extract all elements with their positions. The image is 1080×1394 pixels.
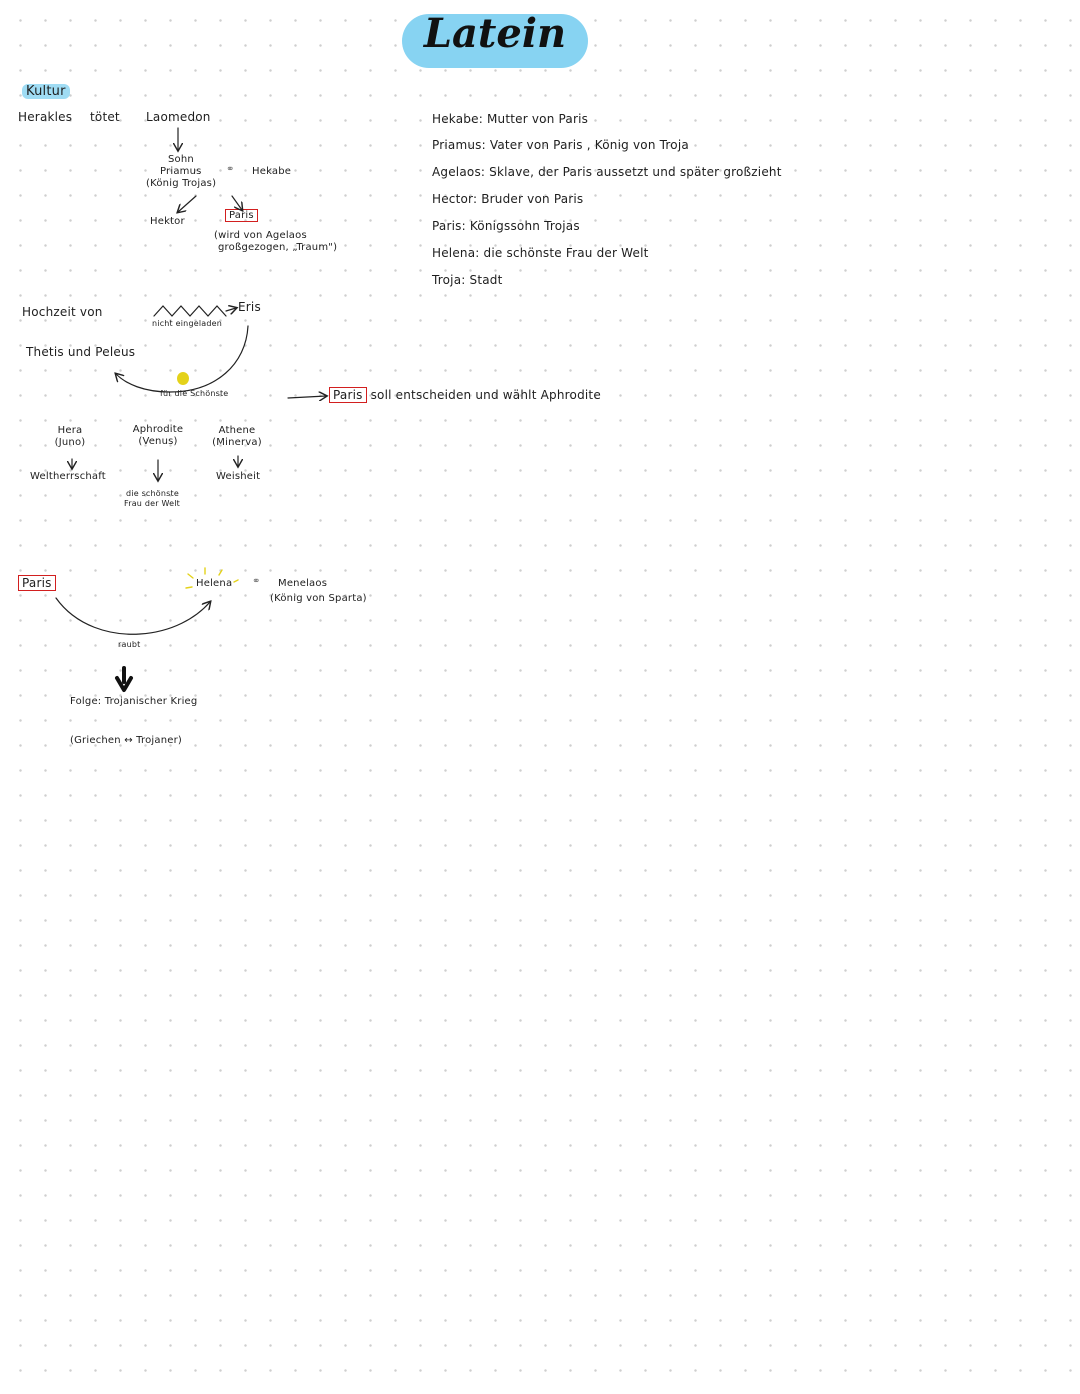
genealogy-hekabe: Hekabe <box>252 166 292 177</box>
abduction-folge: Folge: Trojanischer Krieg <box>70 696 198 707</box>
genealogy-sohn: Sohn <box>168 154 194 165</box>
wedding-line-2: Thetis und Peleus <box>26 345 136 359</box>
title-highlight <box>402 14 588 68</box>
genealogy-priamus-note: (König Trojas) <box>146 178 217 189</box>
arrow-priamus-paris <box>231 195 242 210</box>
genealogy-paris-note-2: großgezogen, „Traum") <box>218 242 338 253</box>
definition-paris: Paris: Königssohn Trojas <box>432 219 580 233</box>
arrow-to-paris-choice <box>287 396 326 398</box>
abduction-helena: Helena <box>196 578 233 589</box>
abduction-menelaos: Menelaos <box>278 578 328 589</box>
goddess-athene-gift: Weisheit <box>216 471 261 482</box>
definition-hekabe: Hekabe: Mutter von Paris <box>432 112 589 126</box>
wedding-apple-label: für die Schönste <box>160 389 229 398</box>
abduction-paris-label: Paris <box>18 575 56 591</box>
goddess-hera-roman: (Juno) <box>54 437 86 448</box>
wedding-not-invited: nicht eingeladen <box>152 319 223 328</box>
goddess-athene-roman: (Minerva) <box>212 437 262 448</box>
genealogy-toetet: tötet <box>90 110 120 124</box>
goddess-aphrodite-roman: (Venus) <box>138 436 178 447</box>
abduction-sides: (Griechen ↔ Trojaner) <box>70 735 183 746</box>
paris-choice-paris: Paris <box>329 387 367 403</box>
wedding-line-1: Hochzeit von <box>22 305 103 319</box>
arrow-priamus-hektor <box>178 195 197 212</box>
goddess-hera-gift: Weltherrschaft <box>30 471 106 482</box>
arrow-to-eris <box>225 308 236 311</box>
genealogy-paris-note-1: (wird von Agelaos <box>214 230 307 241</box>
paris-choice-rest: soll entscheiden und wählt Aphrodite <box>370 388 601 402</box>
curve-eris-apple <box>116 325 249 393</box>
goddess-hera-name: Hera <box>57 425 83 436</box>
bold-arrow-consequence <box>115 666 133 692</box>
genealogy-laomedon: Laomedon <box>146 110 211 124</box>
definition-agelaos: Agelaos: Sklave, der Paris aussetzt und … <box>432 165 782 179</box>
goddess-aphrodite-gift-1: die schönste <box>126 489 179 498</box>
definition-hector: Hector: Bruder von Paris <box>432 192 584 206</box>
abduction-paris: Paris <box>18 575 56 591</box>
definition-helena: Helena: die schönste Frau der Welt <box>432 246 649 260</box>
wedding-rings-icon: ⚭ <box>226 164 235 175</box>
genealogy-priamus: Priamus <box>160 166 202 177</box>
zigzag-wedding <box>153 305 227 317</box>
section-heading: Kultur <box>22 84 70 99</box>
wedding-eris: Eris <box>238 300 261 314</box>
helena-sparkle-icon <box>185 567 239 589</box>
definition-troja: Troja: Stadt <box>432 273 503 287</box>
genealogy-paris: Paris <box>225 209 258 222</box>
genealogy-herakles: Herakles <box>18 110 73 124</box>
page-title: Latein <box>423 10 567 57</box>
abduction-menelaos-note: (König von Sparta) <box>270 593 367 604</box>
goddess-athene-name: Athene <box>218 425 256 436</box>
genealogy-hektor: Hektor <box>150 216 185 227</box>
section-heading-label: Kultur <box>22 84 70 99</box>
golden-apple-icon <box>177 372 189 385</box>
goddess-aphrodite-name: Aphrodite <box>132 424 184 435</box>
curve-paris-helena <box>55 597 210 635</box>
paris-choice: Paris soll entscheiden und wählt Aphrodi… <box>329 387 601 403</box>
goddess-aphrodite-gift-2: Frau der Welt <box>124 499 180 508</box>
abduction-raubt: raubt <box>118 640 141 649</box>
definition-priamus: Priamus: Vater von Paris , König von Tro… <box>432 138 689 152</box>
genealogy-paris-label: Paris <box>225 209 258 222</box>
marriage-rings-icon: ⚭ <box>252 576 261 587</box>
